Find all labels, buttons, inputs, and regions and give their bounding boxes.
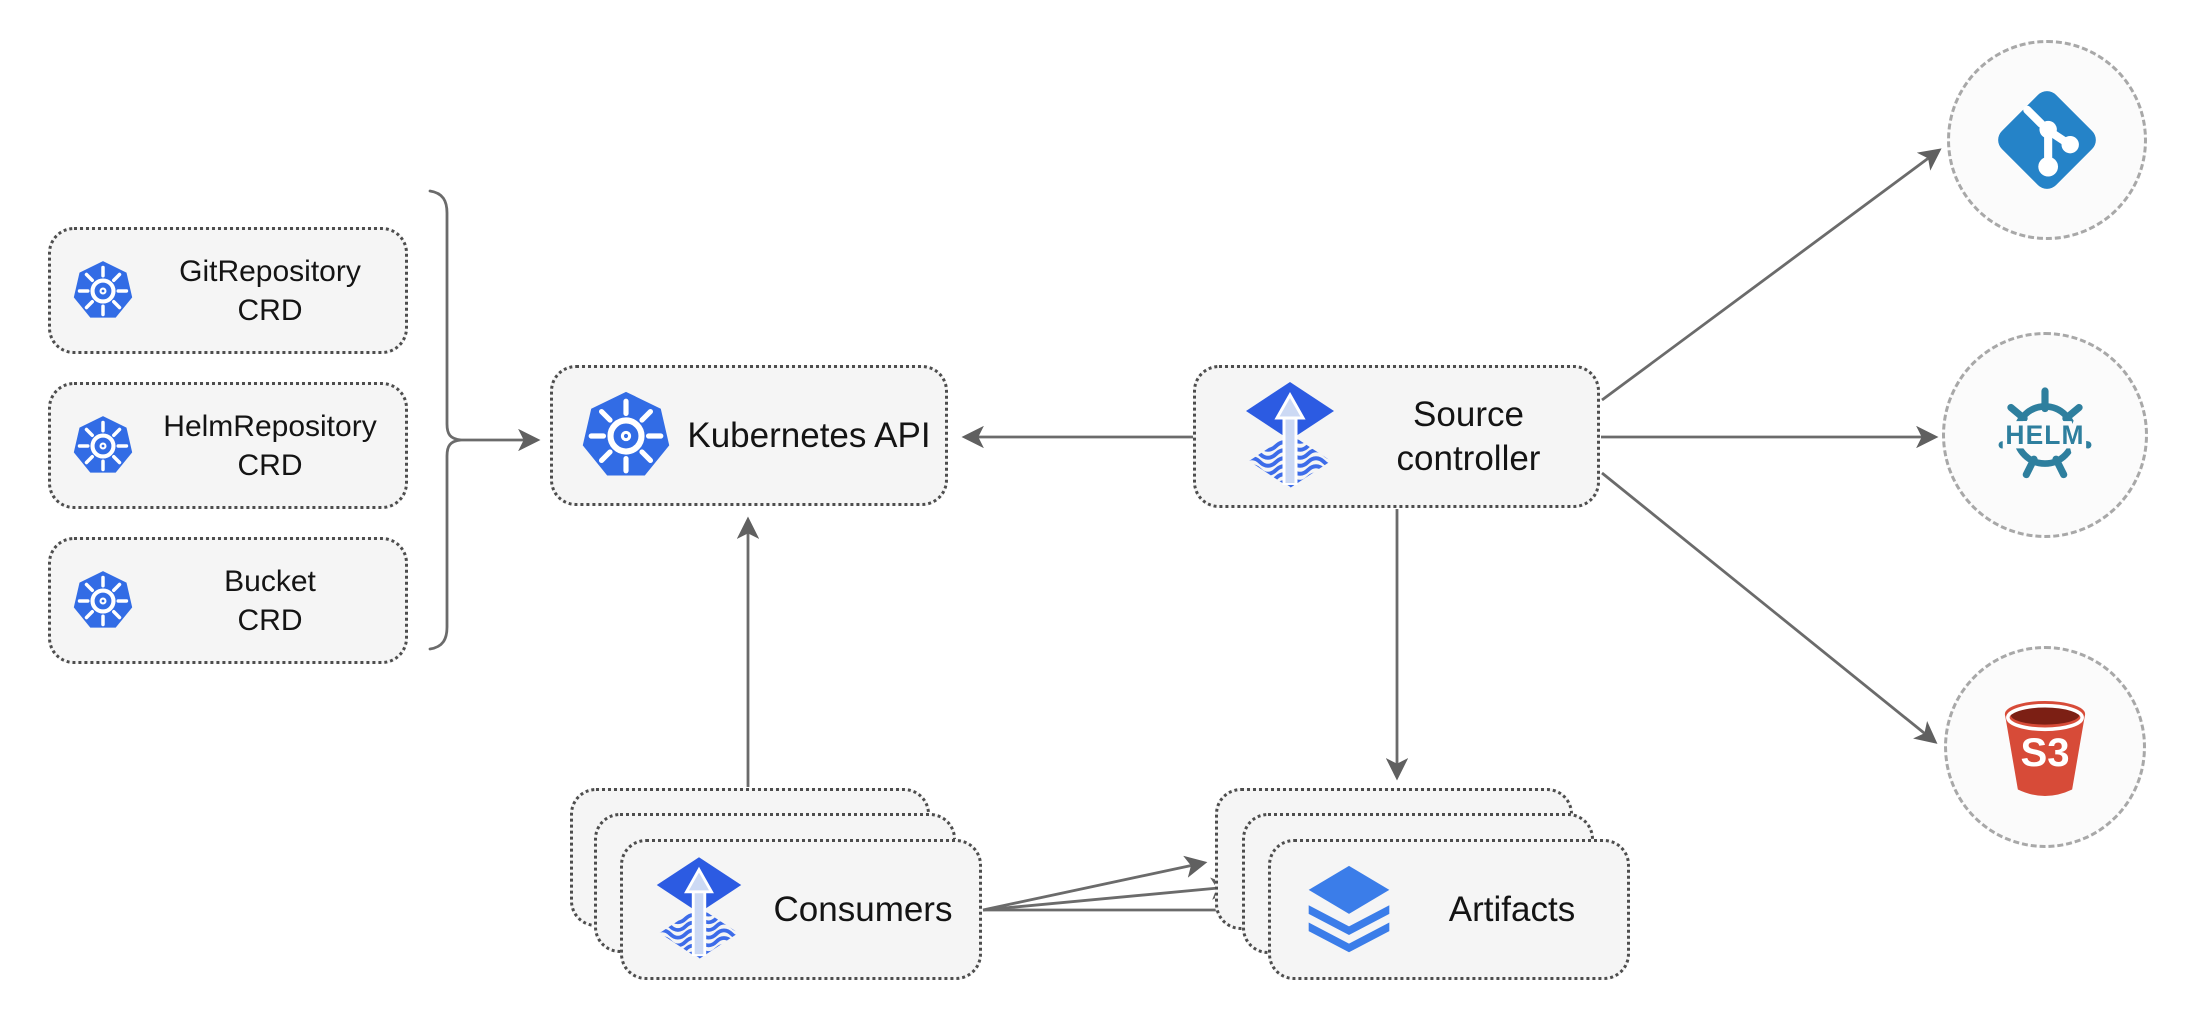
helm-icon: HELM [1998, 387, 2092, 479]
bucket-crd-line2: CRD [237, 603, 303, 637]
kubernetes-icon [71, 413, 135, 479]
source-controller-line1: Source [1413, 394, 1524, 434]
artifacts-label: Artifacts [1448, 889, 1576, 929]
kubernetes-icon [71, 258, 135, 324]
git-icon [1998, 91, 2096, 189]
bucket-crd-label: Bucket CRD [135, 562, 405, 640]
node-gitrepository-crd: GitRepository CRD [48, 227, 408, 354]
helmrepository-crd-line1: HelmRepository [163, 409, 377, 443]
helm-label: HELM [2005, 420, 2084, 450]
node-artifacts: Artifacts [1268, 839, 1630, 980]
arrow-consumers-to-artifacts-2 [982, 877, 1234, 912]
gitrepository-crd-label: GitRepository CRD [135, 252, 405, 330]
crd-group-brace [428, 189, 462, 651]
s3-label: S3 [2020, 730, 2069, 775]
gitrepository-crd-line1: GitRepository [179, 254, 361, 288]
kubernetes-icon [71, 568, 135, 634]
arrow-source-to-s3 [1601, 471, 1938, 744]
node-s3-source: S3 [1944, 646, 2146, 848]
kubernetes-api-label: Kubernetes API [687, 415, 931, 455]
node-consumers: Consumers [620, 839, 982, 980]
node-helmrepository-crd: HelmRepository CRD [48, 382, 408, 509]
arrow-source-to-git [1601, 148, 1942, 402]
node-kubernetes-api: Kubernetes API [550, 365, 948, 506]
arrow-consumers-to-artifacts-1 [982, 855, 1208, 912]
flux-consumer-icon [651, 857, 747, 963]
node-helm-source: HELM [1942, 332, 2148, 538]
gitrepository-crd-line2: CRD [237, 293, 303, 327]
bucket-crd-line1: Bucket [224, 564, 316, 598]
node-git-source [1947, 40, 2147, 240]
consumers-label: Consumers [773, 889, 953, 929]
helmrepository-crd-line2: CRD [237, 448, 303, 482]
flux-source-controller-icon [1240, 382, 1340, 492]
source-controller-label: Source controller [1340, 393, 1597, 481]
node-bucket-crd: Bucket CRD [48, 537, 408, 664]
helmrepository-crd-label: HelmRepository CRD [135, 407, 405, 485]
source-controller-line2: controller [1396, 438, 1541, 478]
kubernetes-icon [579, 387, 673, 485]
node-source-controller: Source controller [1193, 365, 1600, 508]
artifact-layers-icon [1301, 862, 1397, 958]
s3-bucket-icon: S3 [2004, 700, 2086, 796]
